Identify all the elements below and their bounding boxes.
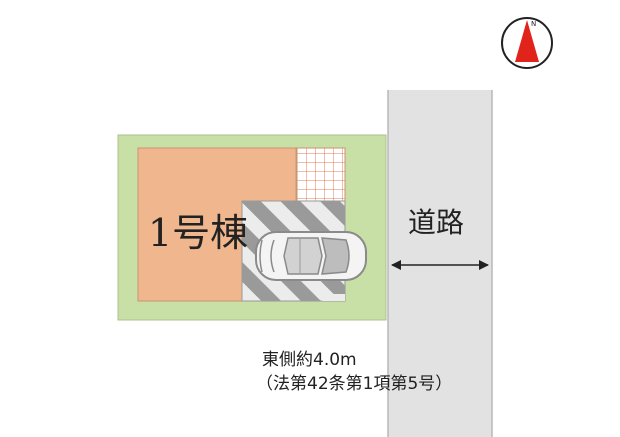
car-icon <box>255 231 367 281</box>
north-arrow-icon: N <box>501 17 553 69</box>
parking-notch <box>322 294 345 301</box>
road-label: 道路 <box>408 206 464 239</box>
road-width-note: 東側約4.0m <box>262 350 357 370</box>
road-law-note: （法第42条第1項第5号） <box>256 374 453 394</box>
tiled-porch <box>296 147 346 202</box>
building-label: 1号棟 <box>148 211 248 255</box>
dimension-arrow-icon <box>391 260 489 270</box>
road-note: 東側約4.0m （法第42条第1項第5号） <box>256 348 492 396</box>
north-mark: N <box>531 20 536 28</box>
road-area <box>388 90 492 437</box>
